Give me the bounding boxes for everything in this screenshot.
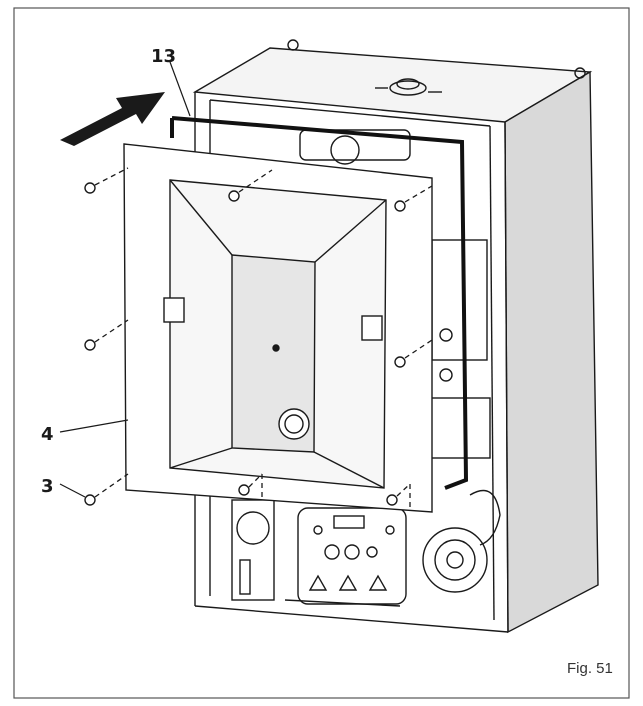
boiler-casing bbox=[192, 39, 599, 634]
gasket-seal bbox=[171, 116, 469, 490]
figure-border bbox=[13, 7, 630, 699]
front-cover-panel bbox=[123, 143, 433, 513]
fixing-screws bbox=[84, 182, 406, 506]
callout-3: 3 bbox=[41, 476, 54, 497]
removal-direction-arrow bbox=[60, 92, 165, 146]
figure-caption: Fig. 51 bbox=[567, 660, 613, 677]
callout-4: 4 bbox=[41, 424, 54, 445]
callout-13: 13 bbox=[151, 46, 177, 67]
